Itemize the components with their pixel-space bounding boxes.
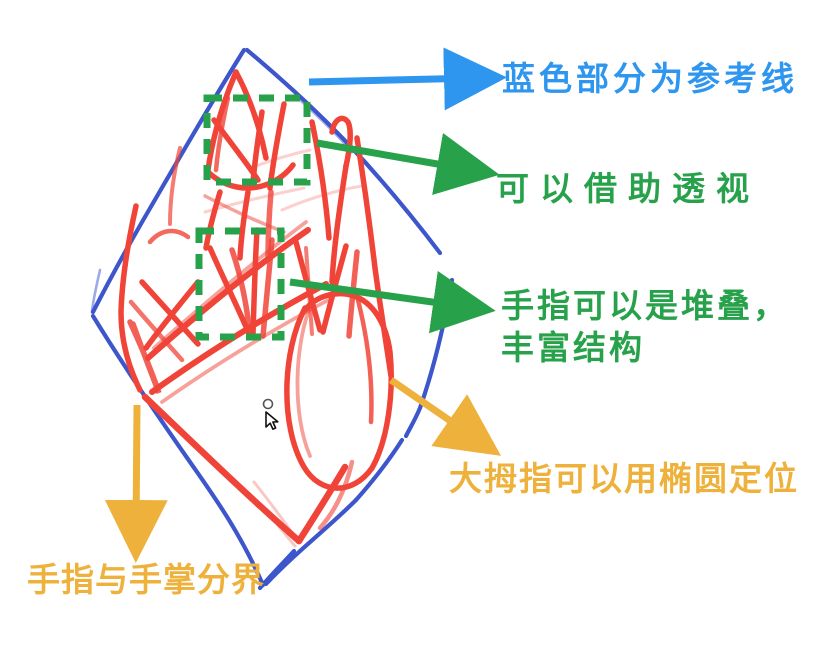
middle-finger-highlight-box	[195, 227, 285, 341]
arrow-cursor-icon	[265, 411, 279, 430]
pointer-cursor	[262, 398, 279, 430]
thumb-note: 大拇指可以用椭圆定位	[449, 460, 799, 497]
stacking-note-line-2: 丰富结构	[501, 329, 645, 366]
yellow-diagonal-arrow	[389, 377, 502, 456]
stacking-note: 手指可以是堆叠， 丰富结构	[501, 285, 789, 369]
top-finger-highlight-box	[203, 94, 311, 186]
blue-reference-note: 蓝色部分为参考线	[502, 60, 798, 97]
stacking-note-line-1: 手指可以是堆叠，	[501, 287, 789, 324]
perspective-note: 可以借助透视	[496, 170, 760, 207]
green-arrow-middle	[289, 270, 496, 334]
red-hand-sketch	[118, 69, 394, 548]
palm-note: 手指与手掌分界	[27, 561, 265, 598]
blue-right-arrow	[308, 47, 507, 111]
brush-dot-icon	[262, 398, 274, 410]
green-arrow-top	[316, 132, 500, 196]
yellow-down-arrow	[104, 404, 168, 563]
